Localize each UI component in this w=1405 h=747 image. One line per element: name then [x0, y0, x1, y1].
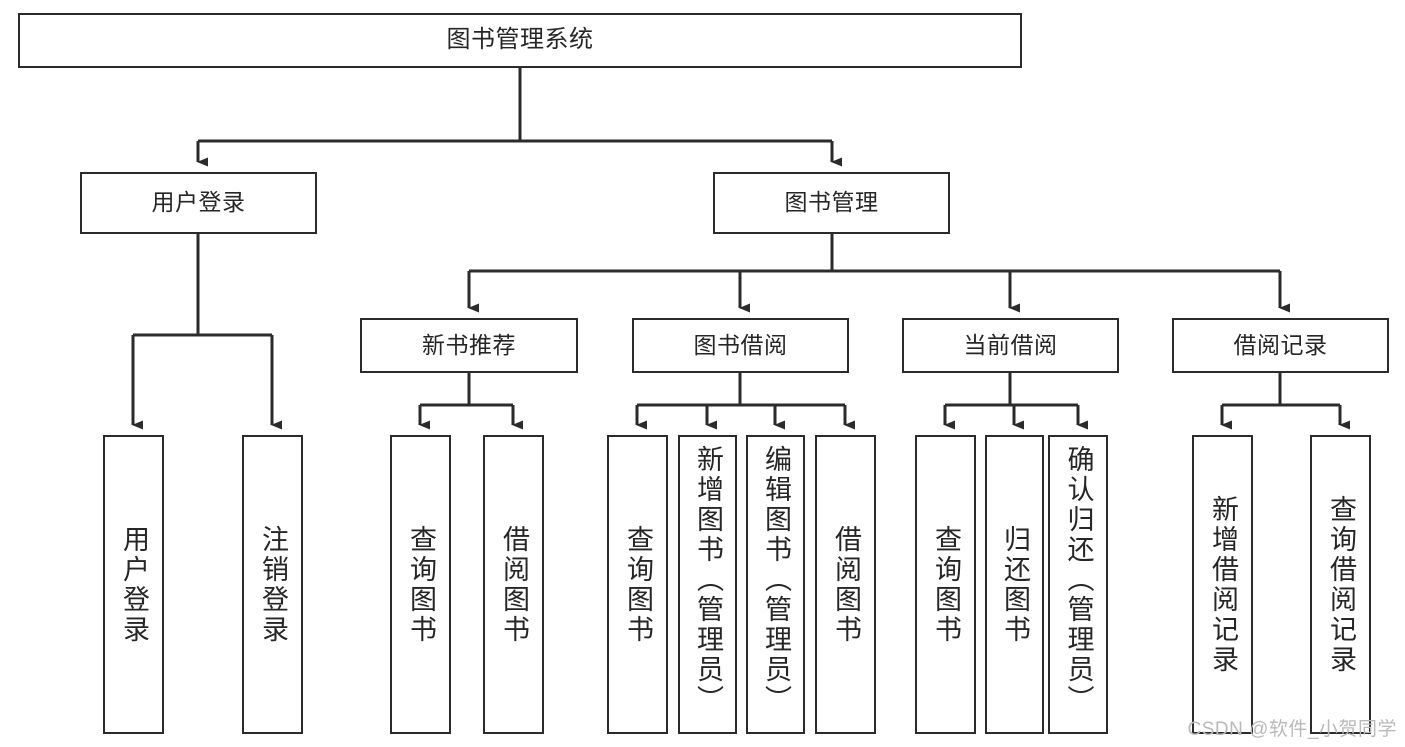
leaf-add-borrow-record-label: 新增借阅记录	[1208, 494, 1238, 675]
node-borrow-record[interactable]: 借阅记录	[1172, 318, 1389, 373]
node-book-management-label: 图书管理	[784, 189, 879, 216]
leaf-query-book-current[interactable]: 查询图书	[915, 435, 976, 734]
watermark-text: CSDN @软件_小贺同学	[1187, 719, 1397, 740]
leaf-add-book-admin[interactable]: 新增图书（管理员）	[678, 435, 737, 734]
leaf-return-book-label: 归还图书	[1000, 524, 1030, 645]
leaf-query-book-borrow[interactable]: 查询图书	[607, 435, 668, 734]
leaf-return-book[interactable]: 归还图书	[985, 435, 1044, 734]
leaf-borrow-book-label: 借阅图书	[831, 524, 861, 645]
node-borrow-record-label: 借阅记录	[1233, 331, 1328, 358]
leaf-edit-book-admin[interactable]: 编辑图书（管理员）	[746, 435, 805, 734]
node-book-borrow[interactable]: 图书借阅	[632, 318, 849, 373]
leaf-confirm-return-admin-label: 确认归还（管理员）	[1063, 445, 1094, 715]
leaf-query-borrow-record[interactable]: 查询借阅记录	[1310, 435, 1371, 734]
leaf-confirm-return-admin[interactable]: 确认归还（管理员）	[1048, 435, 1108, 734]
node-new-book-recommend-label: 新书推荐	[422, 331, 516, 358]
leaf-borrow-book-recommend[interactable]: 借阅图书	[483, 435, 544, 734]
leaf-borrow-book[interactable]: 借阅图书	[815, 435, 876, 734]
leaf-add-book-admin-label: 新增图书（管理员）	[693, 445, 723, 715]
node-root[interactable]: 图书管理系统	[18, 13, 1022, 68]
node-current-borrow[interactable]: 当前借阅	[902, 318, 1119, 373]
node-user-login[interactable]: 用户登录	[80, 172, 317, 234]
leaf-borrow-book-recommend-label: 借阅图书	[499, 524, 529, 645]
node-book-borrow-label: 图书借阅	[693, 331, 788, 358]
leaf-query-borrow-record-label: 查询借阅记录	[1326, 494, 1356, 675]
node-new-book-recommend[interactable]: 新书推荐	[360, 318, 578, 373]
node-user-login-label: 用户登录	[151, 189, 246, 216]
leaf-query-book-recommend[interactable]: 查询图书	[390, 435, 451, 734]
leaf-query-book-current-label: 查询图书	[931, 524, 961, 645]
leaf-logout-label: 注销登录	[258, 524, 288, 645]
leaf-query-book-recommend-label: 查询图书	[406, 524, 436, 645]
leaf-logout[interactable]: 注销登录	[242, 435, 303, 734]
node-book-management[interactable]: 图书管理	[713, 172, 950, 234]
node-current-borrow-label: 当前借阅	[963, 331, 1058, 358]
leaf-user-login-label: 用户登录	[119, 524, 149, 645]
leaf-query-book-borrow-label: 查询图书	[623, 524, 653, 645]
leaf-add-borrow-record[interactable]: 新增借阅记录	[1192, 435, 1253, 734]
node-root-label: 图书管理系统	[446, 26, 594, 54]
leaf-edit-book-admin-label: 编辑图书（管理员）	[761, 445, 791, 715]
leaf-user-login[interactable]: 用户登录	[103, 435, 164, 734]
